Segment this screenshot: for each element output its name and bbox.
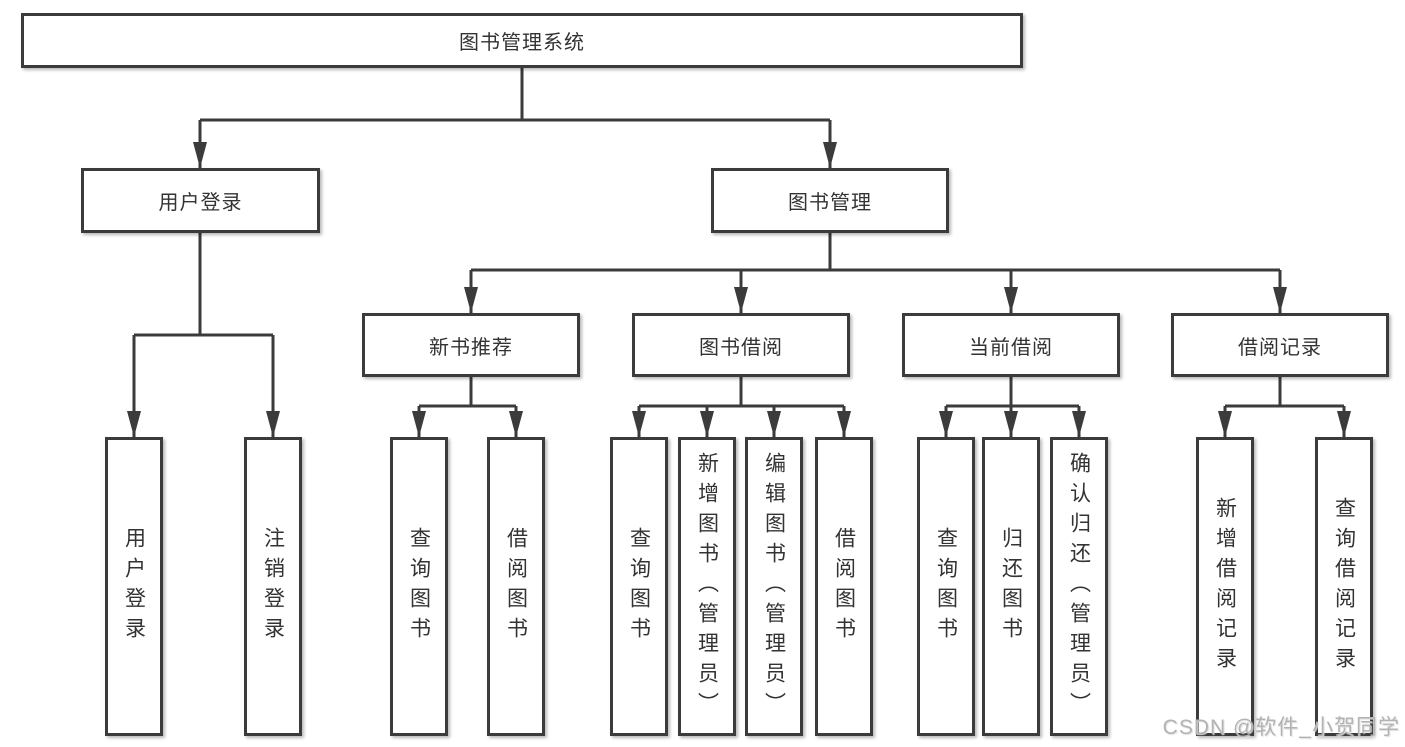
- leaf-label: 确认归还（管理员）: [1067, 451, 1091, 722]
- leaf-label: 查询图书: [934, 526, 958, 647]
- leaf-query-books-current: 查询图书: [917, 437, 975, 736]
- leaf-label: 编辑图书（管理员）: [762, 451, 786, 722]
- node-new-book-recommendation: 新书推荐: [362, 313, 580, 377]
- leaf-query-books-recommend: 查询图书: [390, 437, 448, 736]
- connector-new-book-recommendation: [417, 377, 518, 437]
- leaf-borrow-books-borrowing: 借阅图书: [815, 437, 873, 736]
- leaf-user-login: 用户登录: [105, 437, 163, 736]
- leaf-label: 查询图书: [627, 526, 651, 647]
- node-user-login: 用户登录: [81, 168, 320, 233]
- leaf-label: 归还图书: [999, 526, 1023, 647]
- node-current-borrowing: 当前借阅: [902, 313, 1120, 377]
- leaf-query-borrow-record: 查询借阅记录: [1315, 437, 1373, 736]
- leaf-label: 新增借阅记录: [1213, 496, 1237, 677]
- leaf-borrow-books-recommend: 借阅图书: [487, 437, 545, 736]
- leaf-label: 借阅图书: [504, 526, 528, 647]
- leaf-label: 查询借阅记录: [1332, 496, 1356, 677]
- arrowheads: [127, 142, 1351, 437]
- csdn-watermark: CSDN @软件_小贺同学: [1162, 716, 1400, 739]
- leaf-label: 查询图书: [407, 526, 431, 647]
- leaf-confirm-return-admin: 确认归还（管理员）: [1050, 437, 1108, 736]
- leaf-label: 注销登录: [261, 526, 285, 647]
- leaf-label: 借阅图书: [832, 526, 856, 647]
- leaf-add-book-admin: 新增图书（管理员）: [678, 437, 736, 736]
- leaf-add-borrow-record: 新增借阅记录: [1196, 437, 1254, 736]
- node-borrowing-records: 借阅记录: [1171, 313, 1389, 377]
- connector-user-login: [132, 233, 275, 437]
- leaf-label: 新增图书（管理员）: [695, 451, 719, 722]
- leaf-logout: 注销登录: [244, 437, 302, 736]
- connector-borrowing-records: [1223, 377, 1346, 437]
- node-library-management-system: 图书管理系统: [21, 13, 1023, 68]
- node-book-borrowing: 图书借阅: [632, 313, 850, 377]
- leaf-return-books: 归还图书: [982, 437, 1040, 736]
- node-book-management: 图书管理: [711, 168, 949, 233]
- leaf-query-books-borrowing: 查询图书: [610, 437, 668, 736]
- connector-book-borrowing: [637, 377, 846, 437]
- connector-root: [198, 68, 832, 168]
- leaf-edit-book-admin: 编辑图书（管理员）: [745, 437, 803, 736]
- connector-book-management: [469, 233, 1282, 313]
- leaf-label: 用户登录: [122, 526, 146, 647]
